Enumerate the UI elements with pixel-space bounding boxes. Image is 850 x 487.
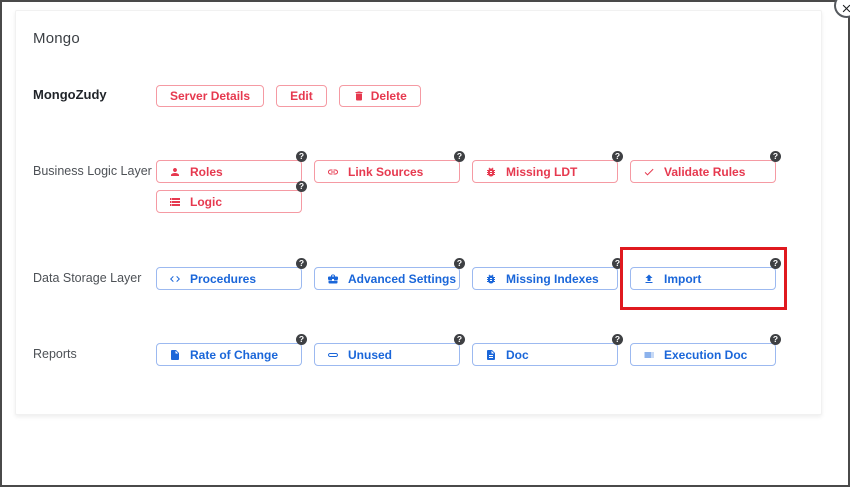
server-name: MongoZudy: [33, 87, 107, 102]
edit-button[interactable]: Edit: [276, 85, 327, 107]
validate-rules-button[interactable]: Validate Rules ?: [630, 151, 781, 183]
logic-button[interactable]: Logic ?: [156, 181, 307, 213]
rate-of-change-button[interactable]: Rate of Change ?: [156, 334, 307, 366]
logic-label: Logic: [190, 194, 222, 209]
roles-label: Roles: [190, 164, 223, 179]
section-label-data-storage-layer: Data Storage Layer: [33, 271, 142, 285]
help-badge[interactable]: ?: [770, 258, 781, 269]
rate-of-change-label: Rate of Change: [190, 347, 279, 362]
delete-label: Delete: [370, 89, 407, 103]
file-icon: [169, 349, 181, 361]
unused-label: Unused: [348, 347, 393, 362]
close-button[interactable]: [834, 0, 850, 18]
pill-icon: [327, 349, 339, 361]
doc-button[interactable]: Doc ?: [472, 334, 623, 366]
close-icon: [842, 4, 850, 13]
missing-ldt-button[interactable]: Missing LDT ?: [472, 151, 623, 183]
help-badge[interactable]: ?: [770, 334, 781, 345]
help-badge[interactable]: ?: [454, 334, 465, 345]
help-badge[interactable]: ?: [454, 151, 465, 162]
execution-doc-label: Execution Doc: [664, 347, 748, 362]
execution-doc-button[interactable]: Execution Doc ?: [630, 334, 781, 366]
briefcase-icon: [327, 273, 339, 285]
server-details-label: Server Details: [170, 89, 251, 103]
business-logic-row-2: Logic ?: [156, 181, 307, 213]
person-icon: [169, 166, 181, 178]
validate-rules-label: Validate Rules: [664, 164, 746, 179]
doc-label: Doc: [506, 347, 529, 362]
section-label-reports: Reports: [33, 347, 77, 361]
help-badge[interactable]: ?: [612, 151, 623, 162]
import-button[interactable]: Import ?: [630, 258, 781, 290]
advanced-settings-label: Advanced Settings: [348, 271, 457, 286]
procedures-button[interactable]: Procedures ?: [156, 258, 307, 290]
doc-icon: [485, 349, 497, 361]
section-label-business-logic-layer: Business Logic Layer: [33, 164, 152, 178]
help-badge[interactable]: ?: [296, 258, 307, 269]
link-sources-label: Link Sources: [348, 164, 424, 179]
trash-icon: [353, 90, 365, 102]
advanced-settings-button[interactable]: Advanced Settings ?: [314, 258, 465, 290]
edit-label: Edit: [290, 89, 313, 103]
server-actions-row: Server Details Edit Delete: [156, 85, 421, 107]
upload-icon: [643, 273, 655, 285]
procedures-label: Procedures: [190, 271, 257, 286]
server-details-button[interactable]: Server Details: [156, 85, 265, 107]
data-storage-row: Procedures ? Advanced Settings ? Missing…: [156, 258, 781, 290]
import-label: Import: [664, 271, 702, 286]
check-icon: [643, 166, 655, 178]
storage-icon: [169, 196, 181, 208]
help-badge[interactable]: ?: [454, 258, 465, 269]
help-badge[interactable]: ?: [296, 334, 307, 345]
modal-title: Mongo: [33, 30, 80, 47]
code-icon: [169, 273, 181, 285]
delete-button[interactable]: Delete: [338, 85, 421, 107]
missing-indexes-label: Missing Indexes: [506, 271, 599, 286]
mongo-modal: Mongo MongoZudy Server Details Edit Dele…: [15, 10, 822, 415]
link-icon: [327, 166, 339, 178]
list-icon: [643, 349, 655, 361]
reports-row: Rate of Change ? Unused ? Doc ? Executio…: [156, 334, 781, 366]
unused-button[interactable]: Unused ?: [314, 334, 465, 366]
missing-ldt-label: Missing LDT: [506, 164, 578, 179]
bug-icon: [485, 273, 497, 285]
help-badge[interactable]: ?: [770, 151, 781, 162]
help-badge[interactable]: ?: [296, 151, 307, 162]
help-badge[interactable]: ?: [612, 258, 623, 269]
bug-icon: [485, 166, 497, 178]
help-badge[interactable]: ?: [296, 181, 307, 192]
business-logic-row-1: Roles ? Link Sources ? Missing LDT ? Val…: [156, 151, 781, 183]
missing-indexes-button[interactable]: Missing Indexes ?: [472, 258, 623, 290]
link-sources-button[interactable]: Link Sources ?: [314, 151, 465, 183]
roles-button[interactable]: Roles ?: [156, 151, 307, 183]
help-badge[interactable]: ?: [612, 334, 623, 345]
